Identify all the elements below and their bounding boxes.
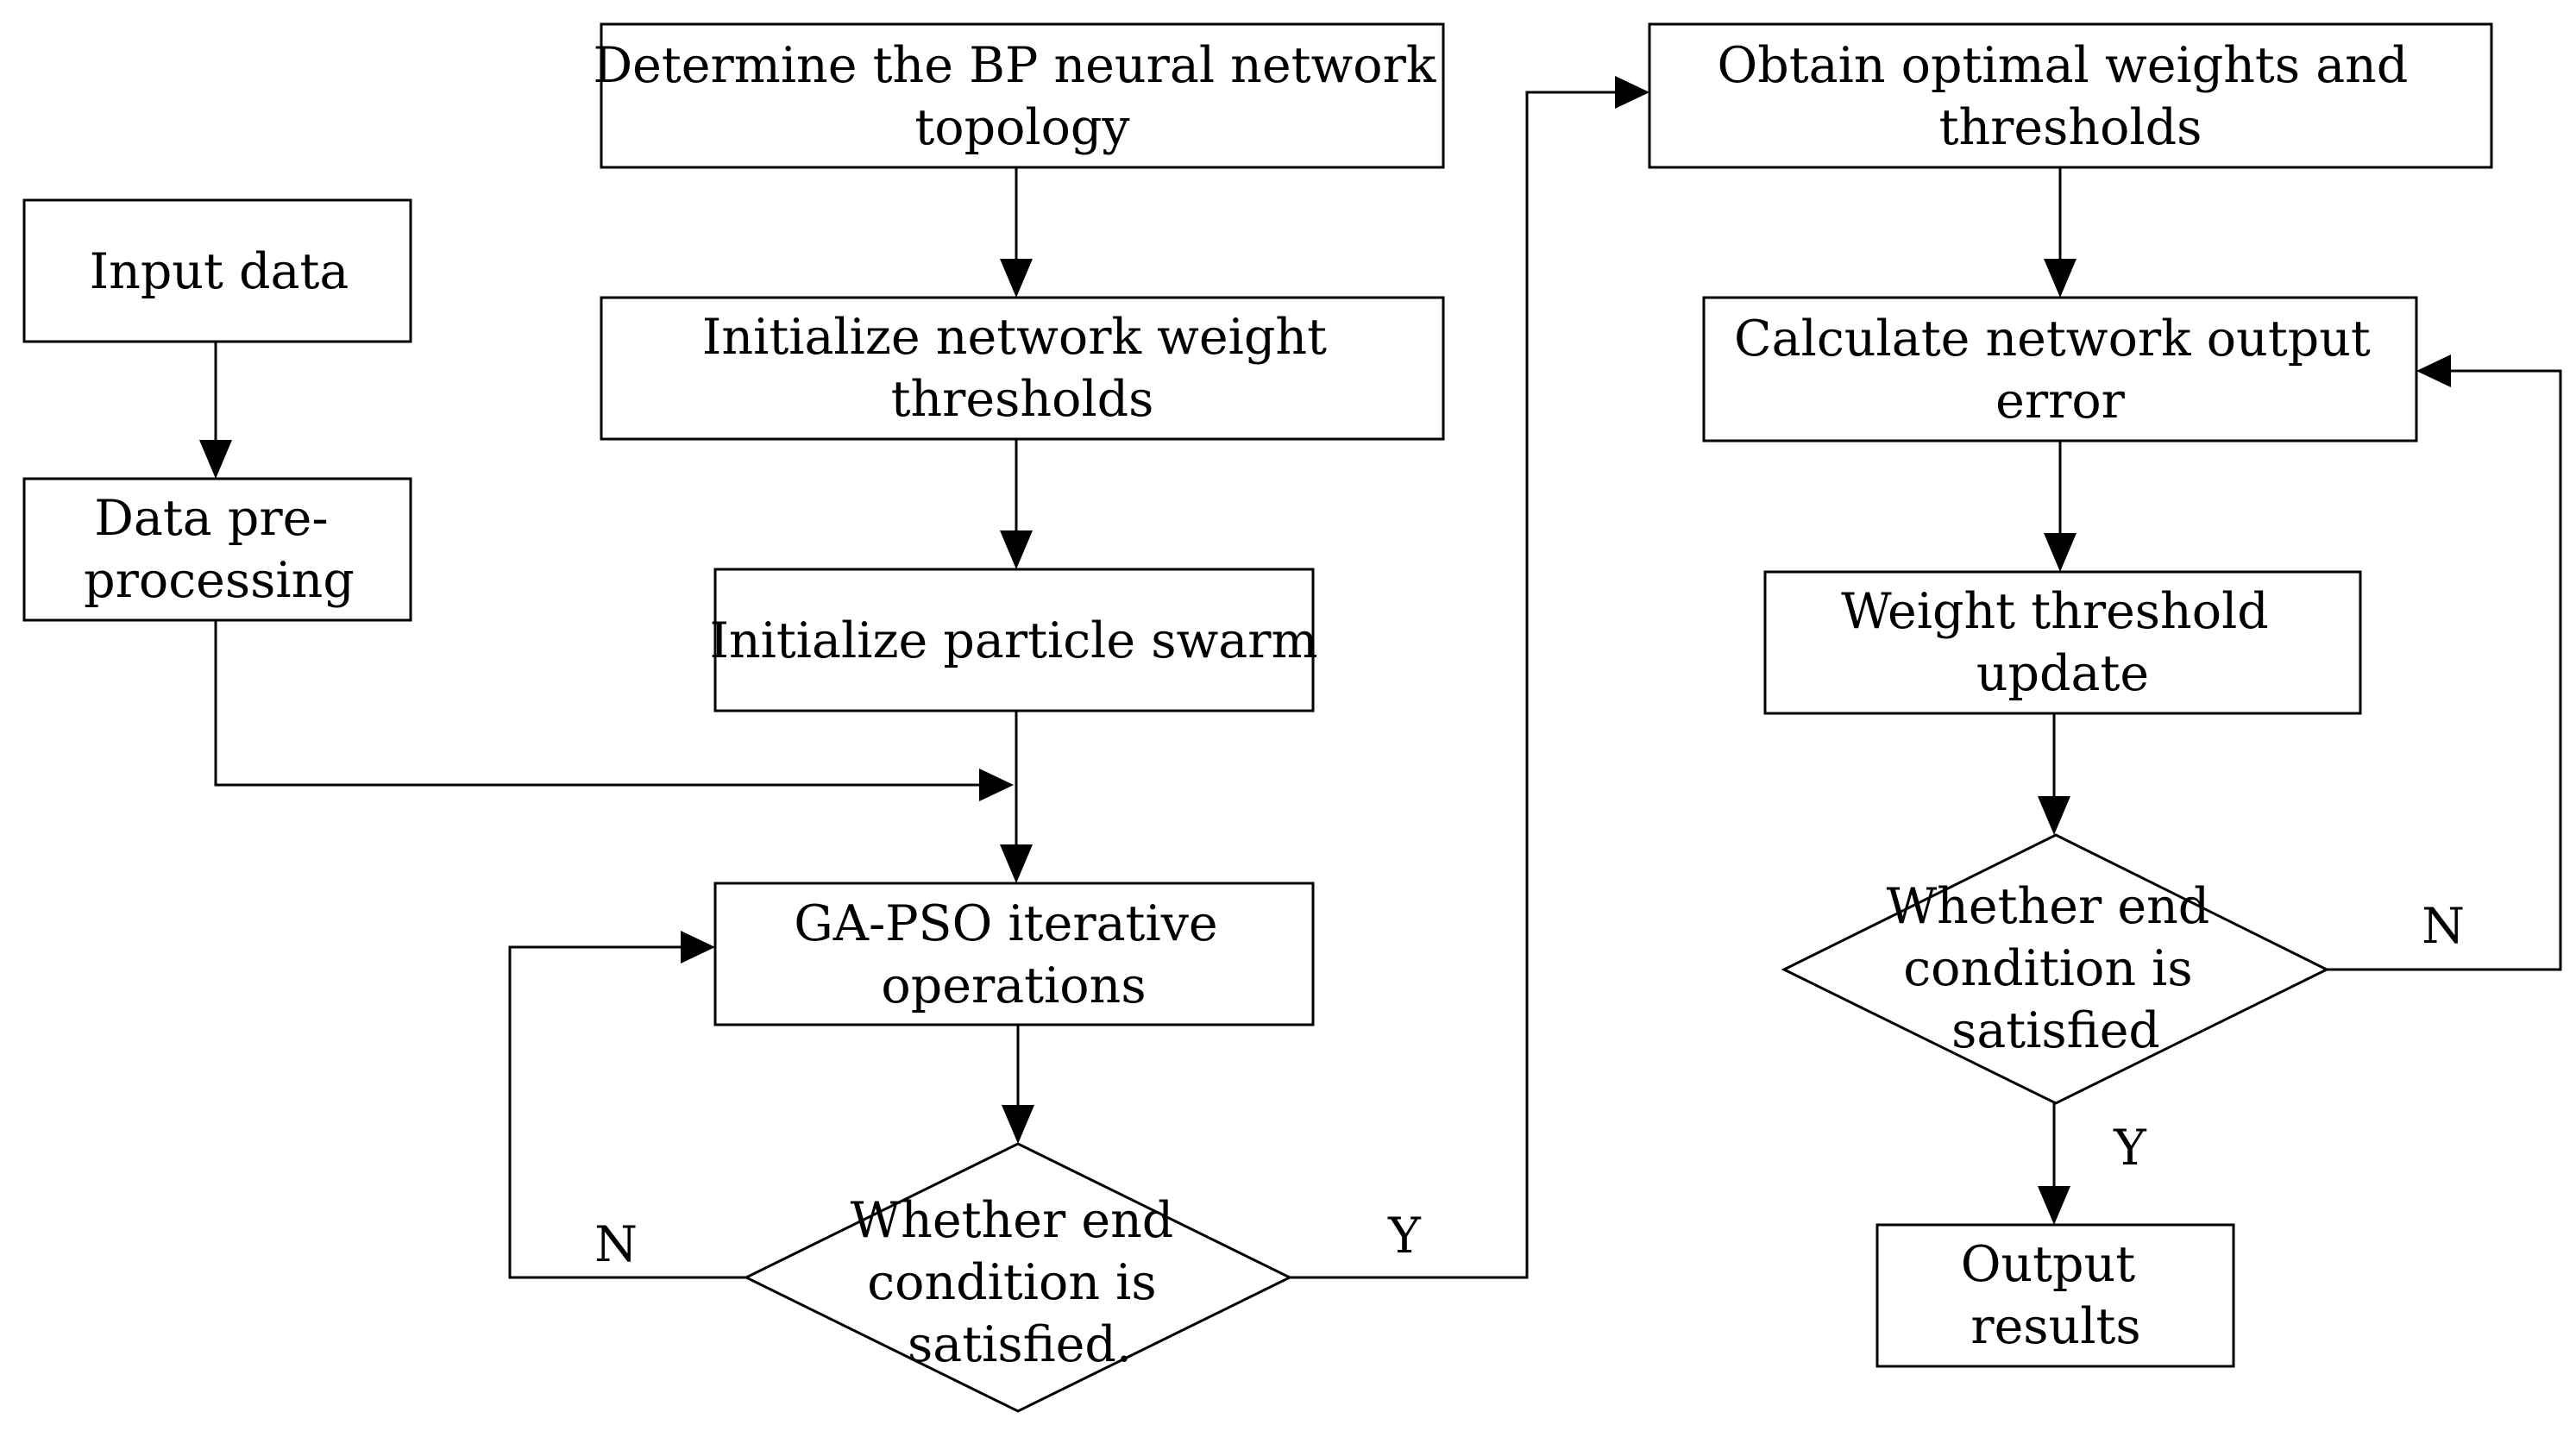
init-swarm-box	[713, 568, 1315, 712]
arrow-preprocessing-to-merge	[214, 620, 979, 787]
arrowhead-update-to-decision-2	[2038, 796, 2070, 835]
arrowhead-topology-to-init-weights	[1000, 259, 1033, 298]
calc-error-box	[1702, 296, 2418, 442]
obtain-optimal-label: Obtain optimal weights and thresholds	[1717, 37, 2423, 156]
arrowhead-gapso-to-decision-1	[1002, 1105, 1034, 1144]
input-data-box	[22, 198, 412, 343]
data-preprocessing-box	[22, 477, 412, 622]
arrowhead-init-weights-to-swarm	[1000, 530, 1033, 569]
weight-update-label: Weight threshold update	[1841, 583, 2284, 702]
arrowhead-decision-1-no-loop	[681, 931, 715, 963]
arrow-decision-1-yes	[1290, 91, 1615, 1279]
init-swarm-label: Initialize particle swarm	[709, 612, 1317, 669]
arrowhead-calc-error-to-update	[2044, 533, 2077, 572]
determine-topology-label: Determine the BP neural network topology	[593, 37, 1451, 156]
arrowhead-decision-2-yes	[2038, 1186, 2070, 1225]
output-results-label: Output results	[1961, 1236, 2152, 1355]
output-results-box	[1875, 1223, 2235, 1368]
decision-2-label: Whether end condition is satisfied	[1887, 878, 2226, 1059]
arrowhead-preprocessing-to-merge	[979, 769, 1014, 801]
arrowhead-input-to-preprocessing	[199, 440, 232, 479]
gapso-iterate-box	[713, 882, 1315, 1026]
calc-error-label: Calculate network output error	[1734, 311, 2386, 430]
gapso-iterate-label: GA-PSO iterative operations	[794, 895, 1234, 1014]
decision-1-no-label: N	[594, 1216, 638, 1273]
decision-2-diamond	[1781, 833, 2330, 1105]
arrow-decision-2-no-loop	[2327, 369, 2562, 971]
data-preprocessing-label: Data pre- processing	[84, 490, 355, 609]
determine-topology-box	[600, 22, 1445, 169]
arrowhead-decision-2-no-loop	[2416, 355, 2451, 387]
arrow-decision-1-no-loop	[508, 945, 746, 1279]
decision-1-diamond	[743, 1142, 1293, 1413]
arrowhead-optimal-to-calc-error	[2044, 259, 2077, 298]
obtain-optimal-box	[1648, 22, 2493, 169]
weight-update-box	[1763, 570, 2362, 715]
decision-2-no-label: N	[2422, 898, 2465, 955]
decision-2-yes-label: Y	[2113, 1120, 2147, 1177]
arrowhead-swarm-to-gapso	[1000, 844, 1033, 883]
decision-1-label: Whether end condition is satisfied.	[851, 1192, 1190, 1373]
input-data-label: Input data	[90, 243, 349, 300]
init-weights-label: Initialize network weight thresholds	[702, 309, 1342, 428]
arrowhead-decision-1-yes	[1615, 76, 1649, 109]
init-weights-box	[600, 296, 1445, 441]
decision-1-yes-label: Y	[1387, 1208, 1422, 1265]
